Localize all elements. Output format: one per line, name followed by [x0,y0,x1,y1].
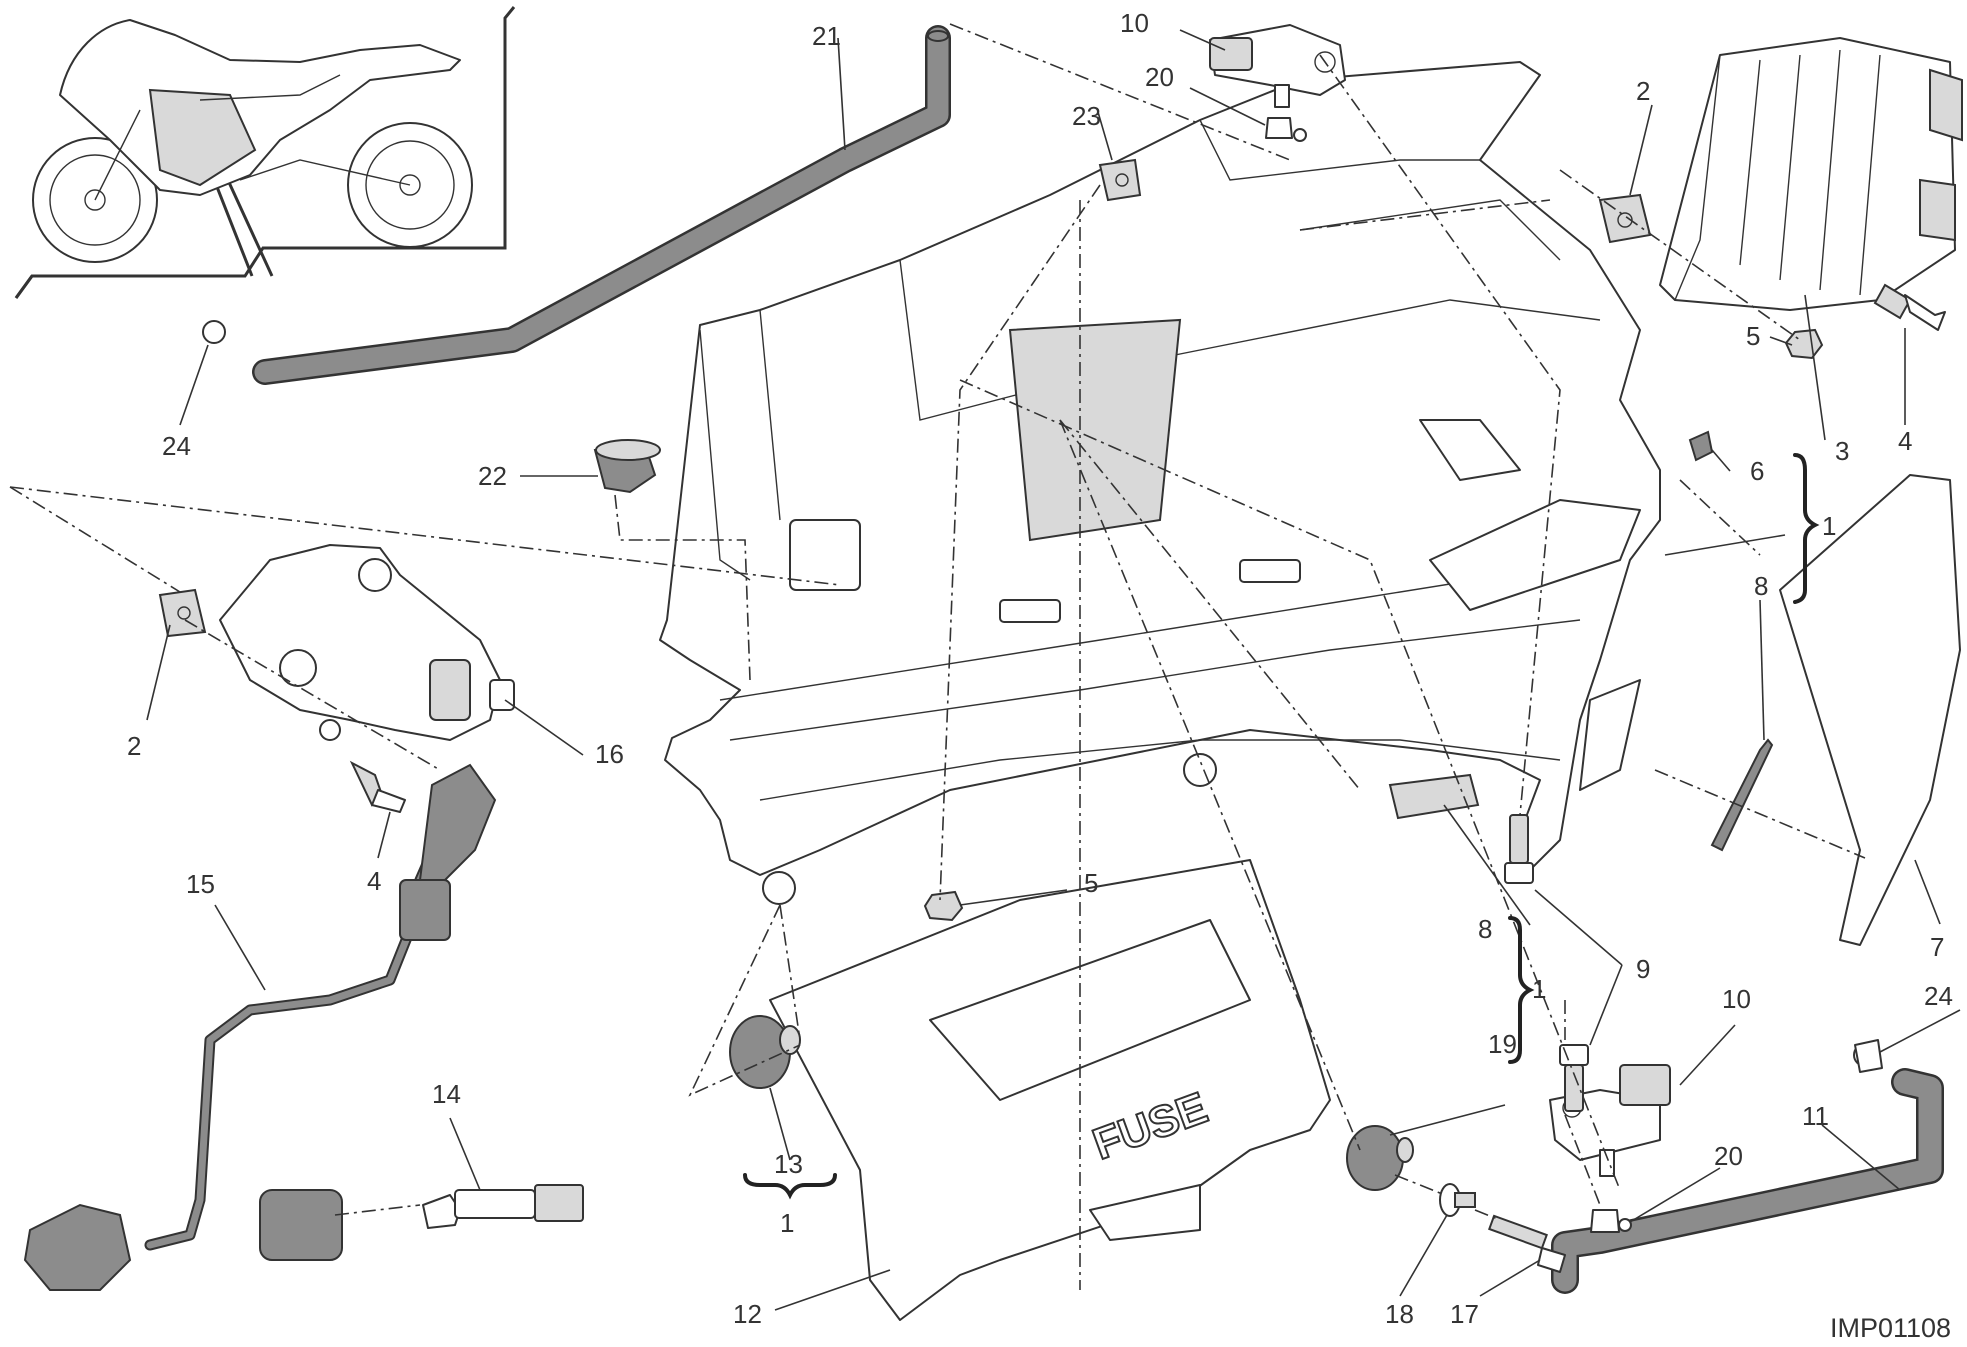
callout-4-right: 4 [1898,426,1912,456]
callout-11: 11 [1802,1101,1829,1131]
callout-3: 3 [1835,436,1849,466]
bolt-17 [1488,1214,1566,1273]
callout-2-top: 2 [1636,76,1650,106]
drawing-code: IMP01108 [1830,1313,1951,1343]
callout-23: 23 [1072,101,1101,131]
callout-5-bottom: 5 [1084,868,1098,898]
pressure-sensor-bottom [1549,1064,1671,1233]
callout-18: 18 [1385,1299,1414,1329]
clip-2-top [1598,193,1652,244]
grommet-6 [1688,430,1714,462]
screw-9-upper [1504,814,1534,884]
spark-plug-lead [23,763,497,1291]
callout-21: 21 [812,21,841,51]
callout-24-left: 24 [162,431,191,461]
callout-10-bottom: 10 [1722,984,1751,1014]
spark-plug [422,1184,584,1229]
callout-16: 16 [595,739,624,769]
callout-1-bottom: 1 [780,1208,794,1238]
ignition-coil [219,544,515,741]
grommet-22 [593,439,661,494]
rubber-pad-8-center [1388,773,1480,820]
ecu-unit [1659,37,1963,311]
callout-7: 7 [1930,932,1944,962]
callout-12: 12 [733,1299,762,1329]
screw-9-lower [1559,1044,1589,1112]
side-cover-7 [1779,474,1961,946]
callout-20-top: 20 [1145,62,1174,92]
callout-9: 9 [1636,954,1650,984]
nut-5-bottom [923,890,964,922]
callout-4-left: 4 [367,866,381,896]
bolt-right [1873,283,1946,331]
callout-8-center: 8 [1478,914,1492,944]
washer-18 [1439,1183,1476,1217]
callout-24-right: 24 [1924,981,1953,1011]
pressure-sensor-top [1209,24,1346,142]
callout-2-left: 2 [127,731,141,761]
callout-17: 17 [1450,1299,1479,1329]
assembly-lines [9,23,1866,1290]
callout-19: 19 [1488,1029,1517,1059]
vent-hose-21 [202,25,951,385]
rubber-strip-8-right [1710,738,1774,852]
callout-13: 13 [774,1149,803,1179]
callout-1-right: 1 [1822,511,1836,541]
clip-2-left [158,588,207,638]
grommet-19 [1346,1125,1414,1191]
callout-8-right: 8 [1754,571,1768,601]
callout-20-bottom: 20 [1714,1141,1743,1171]
clip-24-right [1854,1039,1883,1073]
group-braces [743,453,1820,1200]
clip-23 [1098,158,1142,202]
callout-6: 6 [1750,456,1764,486]
callout-5-right: 5 [1746,321,1760,351]
callout-15: 15 [186,869,215,899]
leader-lines [146,29,1961,1311]
callout-14: 14 [432,1079,461,1109]
fuse-box-cover: FUSE [769,859,1331,1321]
callout-22: 22 [478,461,507,491]
motorcycle-thumbnail [14,6,516,299]
grommet-13 [729,1015,801,1089]
electrical-support-frame [659,61,1661,905]
callout-10-top: 10 [1120,8,1149,38]
callout-1-center: 1 [1532,974,1546,1004]
callout-labels: 1 1 1 2 2 3 4 4 5 5 6 7 8 8 9 10 10 11 1… [127,8,1953,1329]
bolt-left [349,760,406,813]
